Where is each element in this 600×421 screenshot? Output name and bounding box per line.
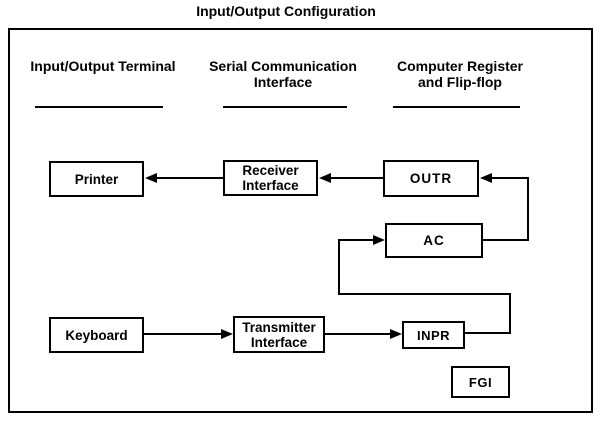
node-printer: Printer [49,161,144,197]
node-fgi-flipflop: FGI [451,366,510,398]
column-header-register-flipflop: Computer Register and Flip-flop [396,58,524,90]
diagram-title: Input/Output Configuration [196,3,376,19]
column-underline-serial-interface [223,106,347,108]
node-keyboard: Keyboard [49,317,144,353]
column-header-serial-interface: Serial Communication Interface [209,58,357,90]
node-inpr-register: INPR [402,321,465,349]
node-transmitter-interface: Transmitter Interface [233,316,325,353]
node-receiver-interface: Receiver Interface [223,160,318,196]
node-outr-register: OUTR [383,160,479,197]
column-header-io-terminal: Input/Output Terminal [30,58,176,74]
column-underline-register-flipflop [393,106,520,108]
node-ac-register: AC [385,223,483,258]
column-underline-io-terminal [35,106,163,108]
